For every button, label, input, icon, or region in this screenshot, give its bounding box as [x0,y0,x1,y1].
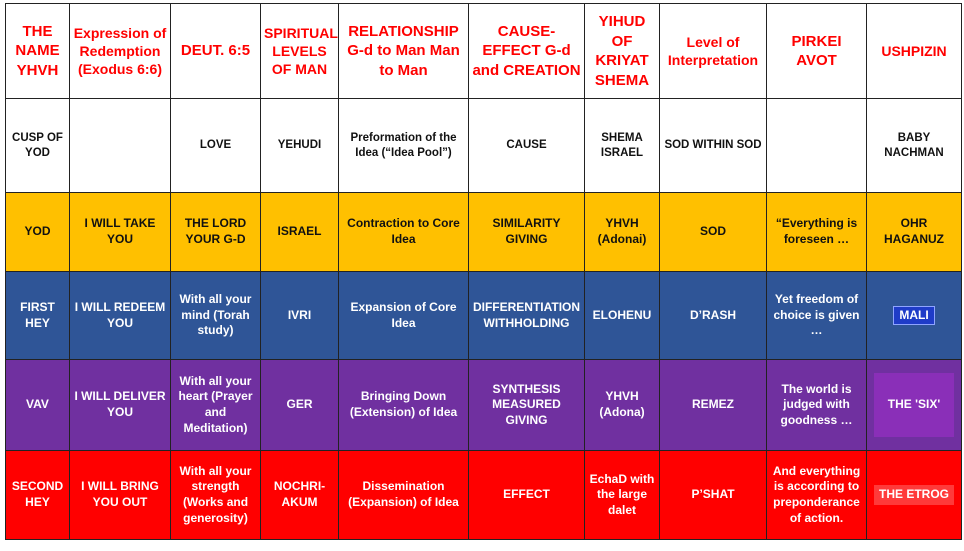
table-cell: SHEMA ISRAEL [584,98,660,193]
table-cell: MALI [866,271,962,360]
table-cell: SIMILARITY GIVING [468,192,585,272]
table-cell: YHVH (Adonai) [584,192,660,272]
table-cell: ELOHENU [584,271,660,360]
table-cell: Bringing Down (Extension) of Idea [338,359,469,451]
header-cell: YIHUD OF KRIYAT SHEMA [584,3,660,99]
table-cell: SYNTHESIS MEASURED GIVING [468,359,585,451]
mali-highlight: MALI [893,305,935,326]
table-cell: With all your strength (Works and genero… [170,450,261,540]
table-cell: DIFFERENTIATION WITHHOLDING [468,271,585,360]
header-cell: SPIRITUAL LEVELS OF MAN [260,3,339,99]
table-cell: CUSP OF YOD [5,98,70,193]
table-cell: P’SHAT [659,450,767,540]
header-cell: PIRKEI AVOT [766,3,867,99]
header-cell: RELATIONSHIP G-d to Man Man to Man [338,3,469,99]
table-cell: Expansion of Core Idea [338,271,469,360]
table-row: CUSP OF YOD LOVE YEHUDI Preformation of … [5,98,962,193]
header-cell: THE NAME YHVH [5,3,70,99]
table-cell: I WILL BRING YOU OUT [69,450,171,540]
table-cell: THE LORD YOUR G-D [170,192,261,272]
table-cell: Dissemination (Expansion) of Idea [338,450,469,540]
table-cell: BABY NACHMAN [866,98,962,193]
table-cell: SECOND HEY [5,450,70,540]
table-cell: ISRAEL [260,192,339,272]
table-cell: D’RASH [659,271,767,360]
table-cell: With all your mind (Torah study) [170,271,261,360]
table-cell: YEHUDI [260,98,339,193]
table-cell: I WILL TAKE YOU [69,192,171,272]
table-cell: Contraction to Core Idea [338,192,469,272]
table-cell: And everything is according to preponder… [766,450,867,540]
table-cell: GER [260,359,339,451]
header-cell: Expression of Redemption (Exodus 6:6) [69,3,171,99]
table-cell: YOD [5,192,70,272]
table-cell: EchaD with the large dalet [584,450,660,540]
table-cell: With all your heart (Prayer and Meditati… [170,359,261,451]
six-label: THE 'SIX' [887,397,941,412]
table-cell: LOVE [170,98,261,193]
table-cell: I WILL REDEEM YOU [69,271,171,360]
table-cell: SOD [659,192,767,272]
table-cell: The world is judged with goodness … [766,359,867,451]
header-cell: USHPIZIN [866,3,962,99]
table-row: SECOND HEY I WILL BRING YOU OUT With all… [5,450,962,540]
table-cell: “Everything is foreseen … [766,192,867,272]
table-cell: CAUSE [468,98,585,193]
header-cell: DEUT. 6:5 [170,3,261,99]
header-cell: CAUSE-EFFECT G-d and CREATION [468,3,585,99]
table-cell: REMEZ [659,359,767,451]
table-cell: THE ETROG [866,450,962,540]
table-row: FIRST HEY I WILL REDEEM YOU With all you… [5,271,962,360]
table-cell: VAV [5,359,70,451]
header-row: THE NAME YHVH Expression of Redemption (… [5,3,962,99]
yhvh-correspondence-table: THE NAME YHVH Expression of Redemption (… [5,3,962,540]
table-cell: OHR HAGANUZ [866,192,962,272]
table-cell [69,98,171,193]
etrog-highlight: THE ETROG [873,485,954,505]
table-cell: FIRST HEY [5,271,70,360]
table-cell: IVRI [260,271,339,360]
six-highlight: THE 'SIX' [874,373,954,437]
table-cell [766,98,867,193]
table-cell: SOD WITHIN SOD [659,98,767,193]
table-cell: Yet freedom of choice is given … [766,271,867,360]
table-cell: Preformation of the Idea (“Idea Pool”) [338,98,469,193]
table-cell: I WILL DELIVER YOU [69,359,171,451]
table-cell: YHVH (Adona) [584,359,660,451]
table-cell: EFFECT [468,450,585,540]
table-cell: NOCHRI-AKUM [260,450,339,540]
table-row: YOD I WILL TAKE YOU THE LORD YOUR G-D IS… [5,192,962,272]
table-cell: THE 'SIX' [866,359,962,451]
header-cell: Level of Interpretation [659,3,767,99]
table-row: VAV I WILL DELIVER YOU With all your hea… [5,359,962,451]
